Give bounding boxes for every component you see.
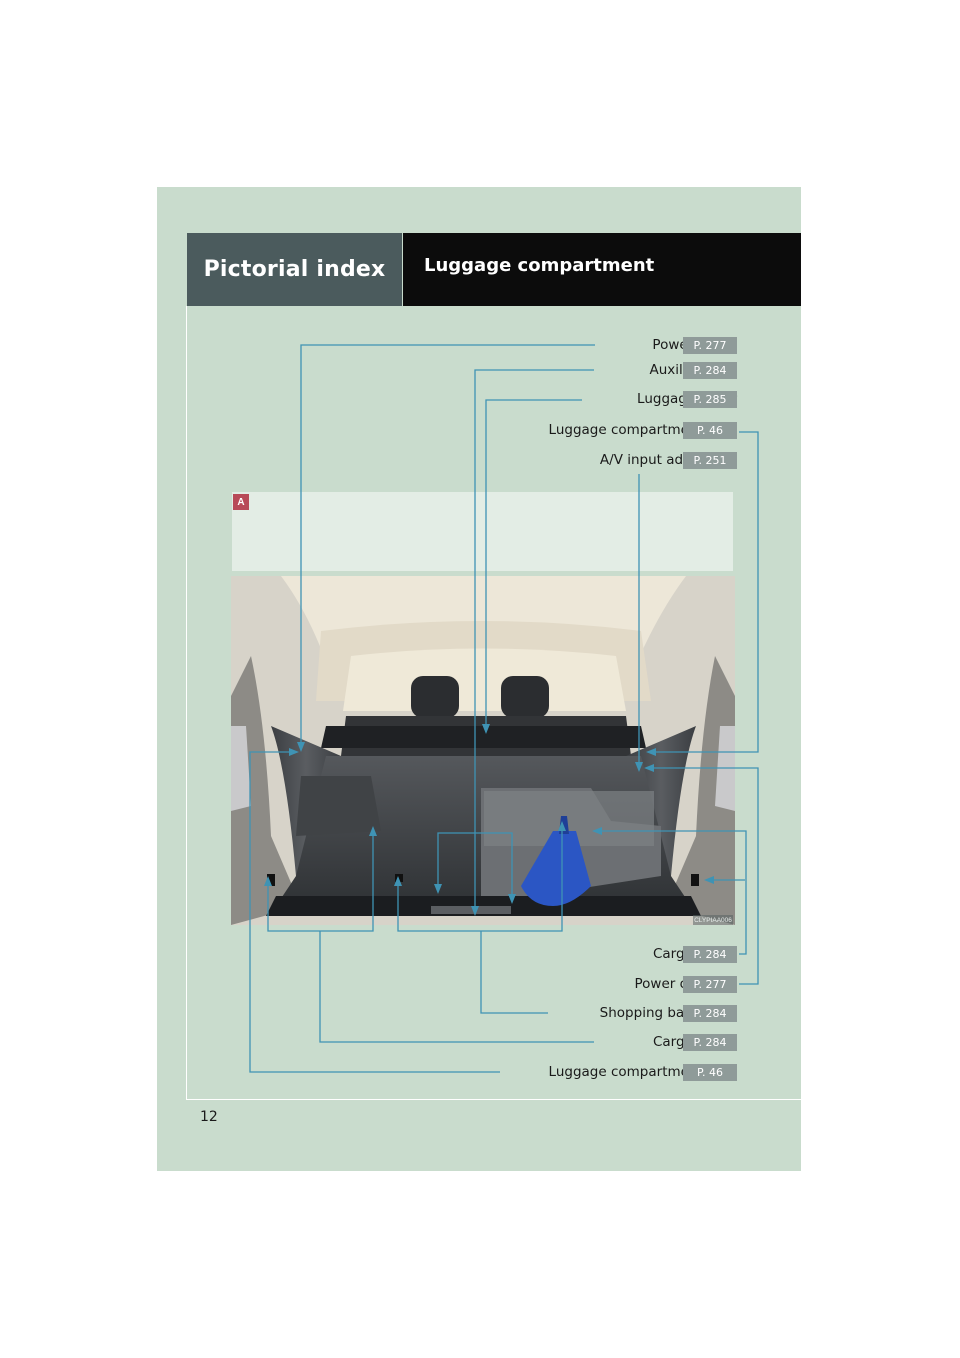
page-ref-badge[interactable]: P. 284 [683, 946, 737, 963]
variant-badge: A [233, 494, 249, 510]
page-ref-badge[interactable]: P. 277 [683, 976, 737, 993]
page-ref-badge[interactable]: P. 251 [683, 452, 737, 469]
content-frame [186, 306, 802, 1100]
page-ref-badge[interactable]: P. 284 [683, 362, 737, 379]
luggage-compartment-photo [231, 576, 735, 925]
page-number: 12 [200, 1109, 218, 1125]
page-ref-badge[interactable]: P. 46 [683, 1064, 737, 1081]
luggage-compartment-illustration [231, 576, 735, 925]
section-header: Pictorial index [187, 233, 402, 306]
page-ref-badge[interactable]: P. 46 [683, 422, 737, 439]
variant-panel [232, 492, 733, 571]
photo-code: CLYPIAA006 [693, 915, 733, 925]
page-ref-badge[interactable]: P. 284 [683, 1034, 737, 1051]
page-ref-badge[interactable]: P. 285 [683, 391, 737, 408]
page-ref-badge[interactable]: P. 277 [683, 337, 737, 354]
page-title: Luggage compartment [403, 233, 801, 306]
page-ref-badge[interactable]: P. 284 [683, 1005, 737, 1022]
